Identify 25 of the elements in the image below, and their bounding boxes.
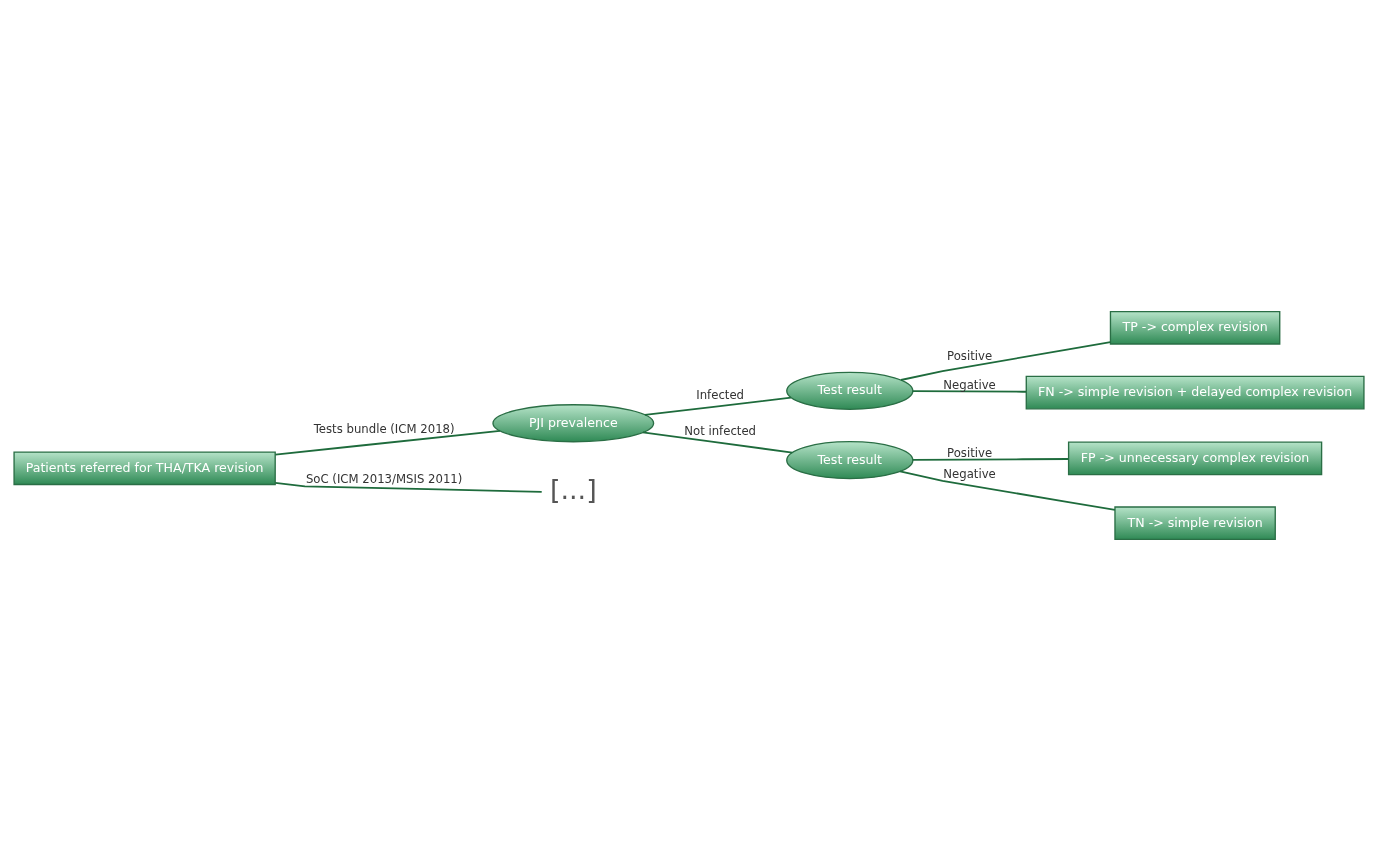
connector xyxy=(899,469,1116,511)
edge-label: Not infected xyxy=(684,423,757,438)
edge-label: Negative xyxy=(943,466,996,481)
connector xyxy=(274,481,543,493)
edge-label: SoC (ICM 2013/MSIS 2011) xyxy=(305,471,463,486)
node-box: FN -> simple revision + delayed complex revision xyxy=(1025,375,1365,409)
edge-label: Tests bundle (ICM 2018) xyxy=(313,421,455,436)
edge-label: Positive xyxy=(947,348,993,363)
node-box: TP -> complex revision xyxy=(1109,310,1281,345)
node-ellipse: Test result xyxy=(786,440,914,479)
node-text: [...] xyxy=(549,473,597,505)
connector xyxy=(644,396,792,416)
edge-label: Negative xyxy=(943,376,996,391)
edge-label: Positive xyxy=(947,445,993,460)
node-ellipse: PJI prevalence xyxy=(492,403,655,442)
connector xyxy=(912,457,1070,461)
node-ellipse: Test result xyxy=(786,371,914,410)
connector xyxy=(641,431,794,453)
connector xyxy=(274,429,501,455)
connector xyxy=(900,340,1112,381)
edge-label: Infected xyxy=(696,387,745,402)
node-box: Patients referred for THA/TKA revision xyxy=(13,450,276,485)
node-box: FP -> unnecessary complex revision xyxy=(1067,441,1323,475)
node-box: TN -> simple revision xyxy=(1114,505,1276,540)
connector xyxy=(912,389,1027,393)
